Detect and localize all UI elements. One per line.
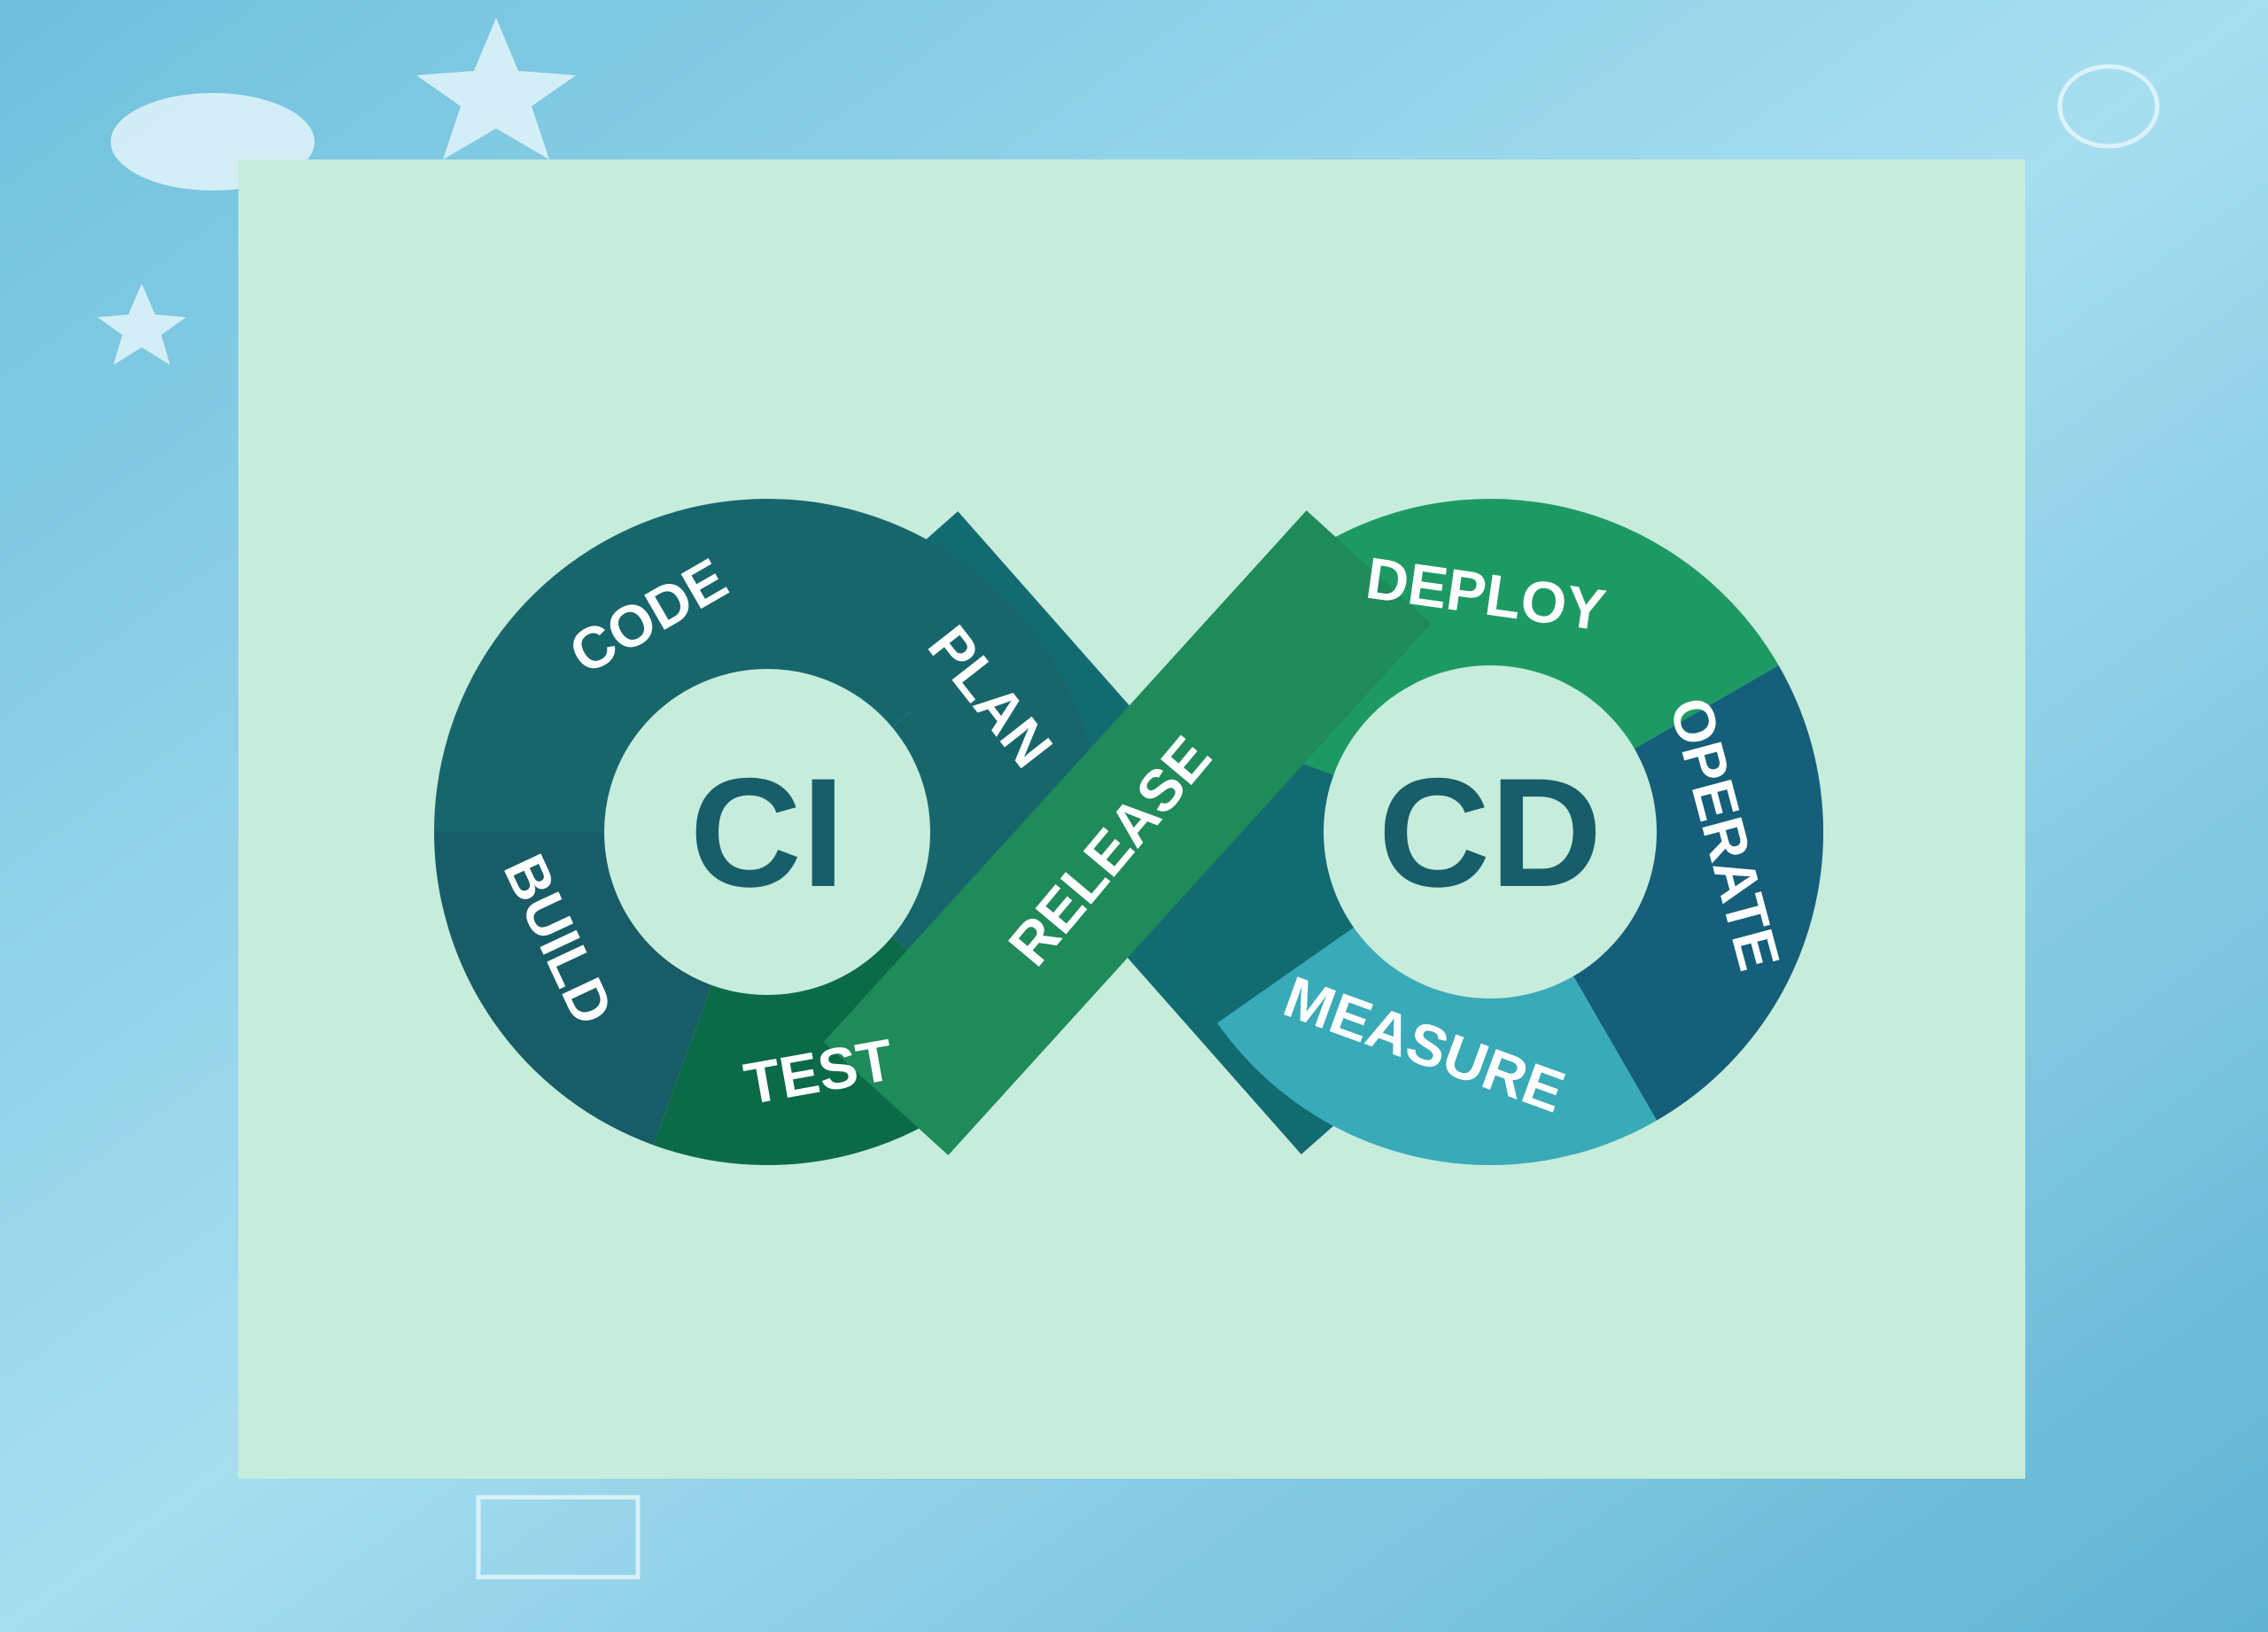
infinity-loop bbox=[434, 499, 1823, 1165]
star-doodle bbox=[97, 284, 186, 365]
crossing-band-release bbox=[823, 510, 1432, 1155]
envelope-doodle bbox=[476, 1495, 641, 1580]
ring-segment-operate bbox=[1570, 665, 1823, 1121]
star-doodle bbox=[416, 18, 576, 159]
cd-title: CD bbox=[1379, 747, 1603, 920]
heart-doodle bbox=[2057, 64, 2160, 149]
cd-inner-circle bbox=[1324, 665, 1657, 999]
ring-segment-build bbox=[434, 829, 713, 1146]
ring-segment-measure bbox=[1217, 923, 1657, 1165]
ring-segment-code bbox=[434, 499, 1022, 834]
ci-title: CI bbox=[690, 747, 845, 920]
ci-inner-circle bbox=[605, 670, 929, 994]
